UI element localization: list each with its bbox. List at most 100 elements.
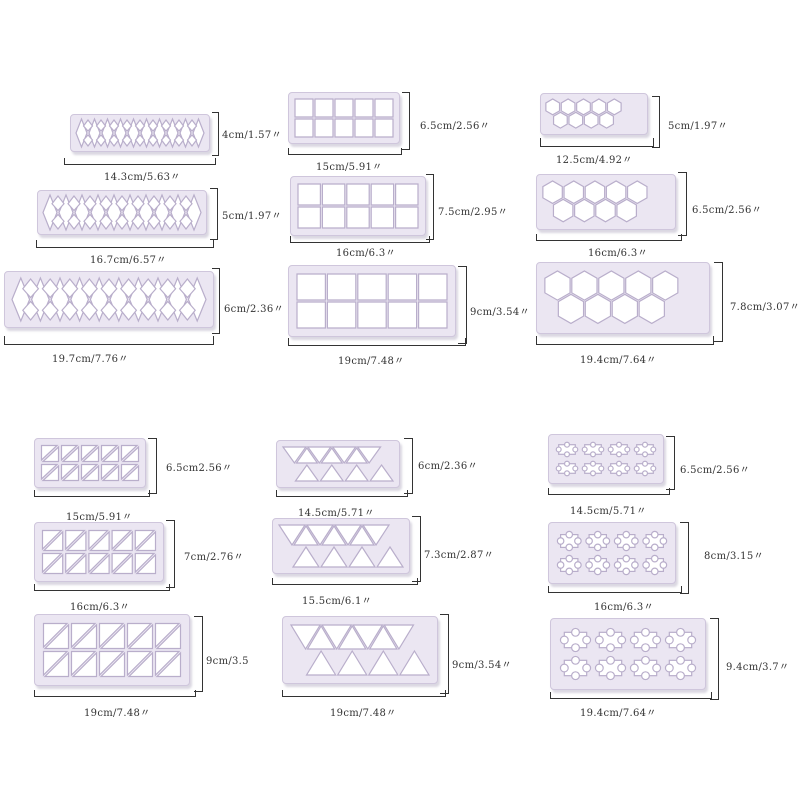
cutout-shape xyxy=(606,643,615,653)
cutout-shape xyxy=(638,293,665,325)
height-label: 6.5cm/2.56〃 xyxy=(420,121,490,132)
height-dimension-line xyxy=(212,268,220,334)
cutout-shape xyxy=(584,180,606,205)
cutout-shape xyxy=(154,622,181,649)
cutout-shape xyxy=(585,561,593,569)
cutout-shape xyxy=(42,622,69,649)
cutter-plate xyxy=(276,440,400,488)
cutout-shape xyxy=(652,635,662,645)
cutout-shape xyxy=(306,446,332,465)
cutout-shape xyxy=(88,552,110,574)
cutout-shape xyxy=(394,183,419,206)
cutout-shape xyxy=(394,206,419,229)
cutout-shape xyxy=(650,543,659,552)
cutout-shape xyxy=(642,537,650,545)
height-dimension-line xyxy=(404,438,413,494)
cutout-shape xyxy=(659,561,668,569)
cutout-shape xyxy=(88,553,110,575)
cutout-shape xyxy=(374,118,394,138)
cutout-shape xyxy=(67,195,81,212)
width-label: 16cm/6.3〃 xyxy=(594,602,654,613)
cutout-shape xyxy=(676,627,685,637)
cutout-shape xyxy=(664,635,674,645)
cutout-shape xyxy=(418,301,448,329)
cutout-pattern xyxy=(11,276,207,323)
cutout-shape xyxy=(42,650,69,677)
cutout-pattern xyxy=(545,98,622,129)
cutout-shape xyxy=(594,635,604,645)
cutout-shape xyxy=(314,98,334,118)
cutout-shape xyxy=(61,300,79,321)
cutout-shape xyxy=(633,465,640,472)
width-label: 16cm/6.3〃 xyxy=(70,602,130,613)
cutout-shape xyxy=(398,649,431,676)
cutout-shape xyxy=(100,463,119,481)
height-label: 9cm/3.54〃 xyxy=(452,660,512,671)
cutout-shape xyxy=(321,624,353,651)
width-label: 15cm/5.91〃 xyxy=(66,512,133,523)
cutout-shape xyxy=(555,465,562,472)
cutout-shape xyxy=(112,553,133,575)
cutout-shape xyxy=(296,301,327,329)
cutout-shape xyxy=(294,98,314,118)
cutout-shape xyxy=(121,134,133,147)
cutout-shape xyxy=(41,445,60,463)
cutout-shape xyxy=(65,530,87,552)
cutout-shape xyxy=(289,624,322,651)
cutout-shape xyxy=(557,293,585,325)
height-dimension-line xyxy=(714,262,723,342)
cutout-shape xyxy=(650,465,657,472)
height-label: 5cm/1.97〃 xyxy=(668,121,728,132)
cutout-shape xyxy=(173,134,185,147)
cutout-shape xyxy=(361,524,391,547)
cutout-shape xyxy=(631,537,639,545)
cutout-shape xyxy=(606,98,622,116)
cutout-pattern xyxy=(41,529,157,575)
cutout-shape xyxy=(314,118,334,138)
cutout-shape xyxy=(82,134,94,147)
cutout-shape xyxy=(375,545,405,568)
width-dimension-line xyxy=(4,336,214,345)
cutout-shape xyxy=(319,463,345,482)
cutout-shape xyxy=(154,650,181,677)
cutout-shape xyxy=(367,649,399,676)
cutout-shape xyxy=(121,445,140,463)
cutout-shape xyxy=(571,627,580,637)
cutout-pattern xyxy=(277,524,405,568)
cutout-shape xyxy=(602,537,611,545)
cutter-plate xyxy=(282,616,438,684)
cutout-shape xyxy=(622,530,631,539)
cutout-shape xyxy=(625,270,652,301)
cutout-shape xyxy=(354,118,374,138)
cutout-shape xyxy=(163,195,177,212)
height-label: 7.3cm/2.87〃 xyxy=(424,550,494,561)
width-label: 19cm/7.48〃 xyxy=(84,708,151,719)
width-label: 14.5cm/5.71〃 xyxy=(570,506,647,517)
cutout-shape xyxy=(606,627,615,637)
cutout-shape xyxy=(98,622,125,649)
cutout-shape xyxy=(595,198,616,223)
cutter-plate xyxy=(288,92,400,144)
height-dimension-line xyxy=(710,618,719,700)
cutout-shape xyxy=(571,655,580,665)
cutout-shape xyxy=(112,530,133,552)
width-label: 19.4cm/7.64〃 xyxy=(580,708,657,719)
cutout-shape xyxy=(134,119,146,132)
height-label: 7.5cm/2.95〃 xyxy=(438,207,508,218)
cutter-plate xyxy=(70,114,210,152)
cutout-shape xyxy=(615,441,623,448)
cutout-shape xyxy=(155,651,182,678)
cutout-shape xyxy=(344,463,370,482)
cutout-shape xyxy=(565,543,574,552)
cutout-shape xyxy=(563,451,571,458)
height-dimension-line xyxy=(678,172,687,236)
height-label: 9.4cm/3.7〃 xyxy=(726,662,790,673)
cutout-shape xyxy=(71,651,98,678)
cutout-shape xyxy=(51,213,65,230)
cutter-plate xyxy=(550,618,706,690)
cutout-shape xyxy=(626,180,648,205)
cutout-shape xyxy=(70,650,97,677)
cutout-shape xyxy=(572,446,579,453)
width-dimension-line xyxy=(550,692,712,699)
height-label: 9cm/3.5 xyxy=(206,656,249,667)
